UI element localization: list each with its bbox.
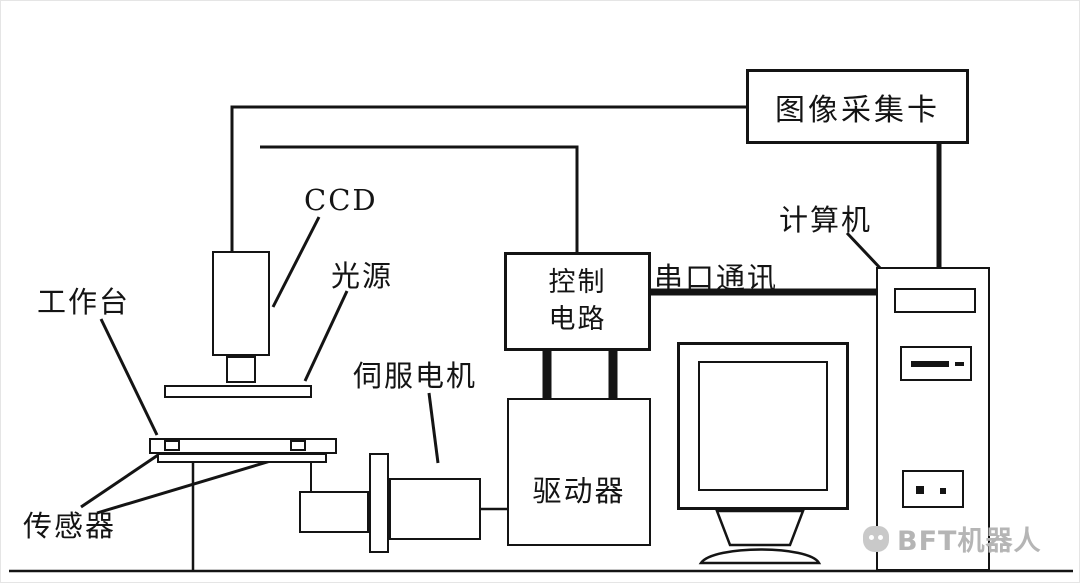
tower-power-panel bbox=[902, 470, 964, 508]
watermark-logo-icon bbox=[863, 525, 889, 552]
tower-drive-bay bbox=[894, 288, 976, 313]
wire-camera-to-control-circuit bbox=[260, 145, 579, 253]
ccd-camera-lens bbox=[226, 356, 256, 383]
light-source-label: 光源 bbox=[331, 259, 394, 293]
sensor-block-right bbox=[290, 440, 306, 451]
capture-card-label: 图像采集卡 bbox=[775, 92, 940, 128]
servo-motor-body bbox=[389, 478, 481, 540]
worktable-label: 工作台 bbox=[37, 285, 131, 319]
serial-comm-label: 串口通讯 bbox=[654, 261, 779, 295]
floppy-slot-line bbox=[911, 361, 949, 367]
leader-light-source bbox=[303, 290, 349, 382]
sensor-label: 传感器 bbox=[23, 509, 117, 543]
computer-label: 计算机 bbox=[779, 203, 873, 237]
motor-flange-plate bbox=[369, 453, 389, 553]
wire-camera-to-capture-card bbox=[230, 105, 746, 253]
capture-card-box: 图像采集卡 bbox=[746, 69, 969, 144]
monitor-screen bbox=[698, 361, 828, 491]
monitor-bezel bbox=[677, 342, 849, 510]
tower-floppy-slot bbox=[900, 346, 972, 381]
monitor-base bbox=[698, 548, 822, 565]
ccd-camera-body bbox=[212, 251, 270, 356]
servo-motor-label: 伺服电机 bbox=[353, 359, 478, 393]
watermark-text: BFT机器人 bbox=[897, 526, 1042, 557]
lead-screw-block bbox=[299, 491, 369, 533]
driver-box: 驱动器 bbox=[507, 398, 651, 546]
worktable-lower-slab bbox=[157, 453, 327, 463]
ccd-label: CCD bbox=[304, 183, 378, 217]
leader-sensor-right bbox=[96, 452, 295, 515]
watermark: BFT机器人 bbox=[863, 519, 1041, 558]
light-source-bar bbox=[164, 385, 312, 398]
reset-button bbox=[940, 488, 946, 494]
control-circuit-label: 控制 电路 bbox=[548, 267, 607, 335]
leader-worktable bbox=[99, 318, 159, 436]
leader-servo-motor bbox=[427, 392, 440, 464]
sensor-block-left bbox=[164, 440, 180, 451]
power-button bbox=[916, 486, 924, 494]
leader-computer bbox=[845, 231, 883, 271]
control-circuit-box: 控制 电路 bbox=[504, 252, 651, 351]
leader-ccd bbox=[271, 216, 321, 308]
eject-button bbox=[955, 362, 964, 366]
monitor-neck bbox=[715, 509, 805, 547]
leader-sensor-left bbox=[80, 449, 165, 509]
driver-label: 驱动器 bbox=[532, 474, 626, 508]
computer-tower bbox=[876, 267, 990, 571]
